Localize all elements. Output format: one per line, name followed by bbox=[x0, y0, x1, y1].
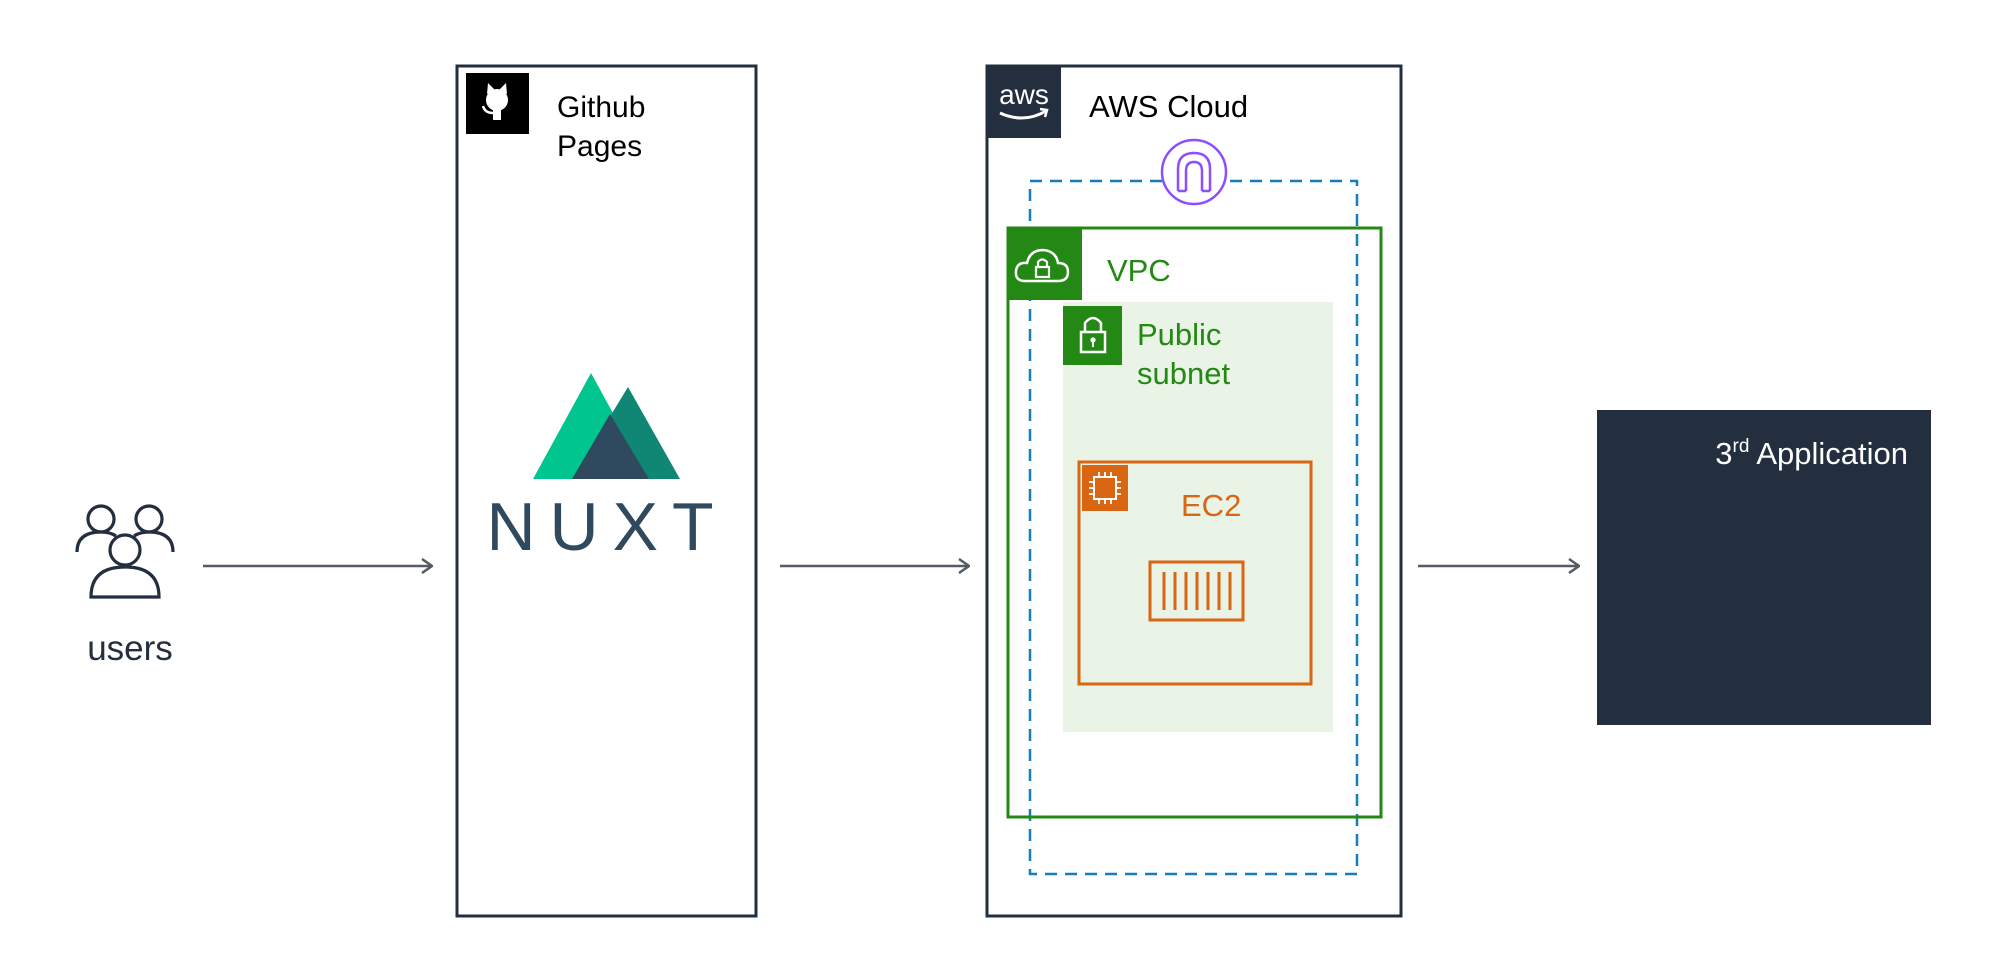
svg-text:aws: aws bbox=[999, 79, 1049, 110]
github-icon bbox=[466, 73, 529, 134]
github-pages-group bbox=[455, 64, 758, 918]
subnet-lock-icon bbox=[1063, 306, 1122, 365]
github-label-line2: Pages bbox=[557, 130, 642, 163]
internet-gateway-icon bbox=[1160, 138, 1228, 206]
aws-logo: aws bbox=[987, 66, 1061, 138]
ec2-group bbox=[1077, 460, 1313, 686]
subnet-label-line2: subnet bbox=[1137, 356, 1230, 391]
ec2-chip-icon bbox=[1082, 465, 1128, 511]
aws-cloud-label: AWS Cloud bbox=[1089, 89, 1248, 124]
vpc-group bbox=[1006, 226, 1383, 819]
nuxt-wordmark: NUXT bbox=[486, 489, 727, 565]
subnet-label-line1: Public bbox=[1137, 317, 1221, 352]
ec2-label: EC2 bbox=[1181, 488, 1241, 523]
nuxt-logo bbox=[533, 373, 680, 479]
users-icon bbox=[75, 504, 175, 599]
ec2-instance-icon bbox=[1148, 560, 1245, 622]
public-subnet-group bbox=[1063, 302, 1333, 732]
third-application-label: 3rd Application bbox=[1715, 436, 1908, 471]
github-label-line1: Github bbox=[557, 91, 645, 124]
vpc-label: VPC bbox=[1107, 253, 1171, 288]
third-application-box bbox=[1597, 410, 1931, 725]
users-label: users bbox=[87, 629, 173, 668]
vpc-cloud-lock-icon bbox=[1008, 228, 1082, 300]
